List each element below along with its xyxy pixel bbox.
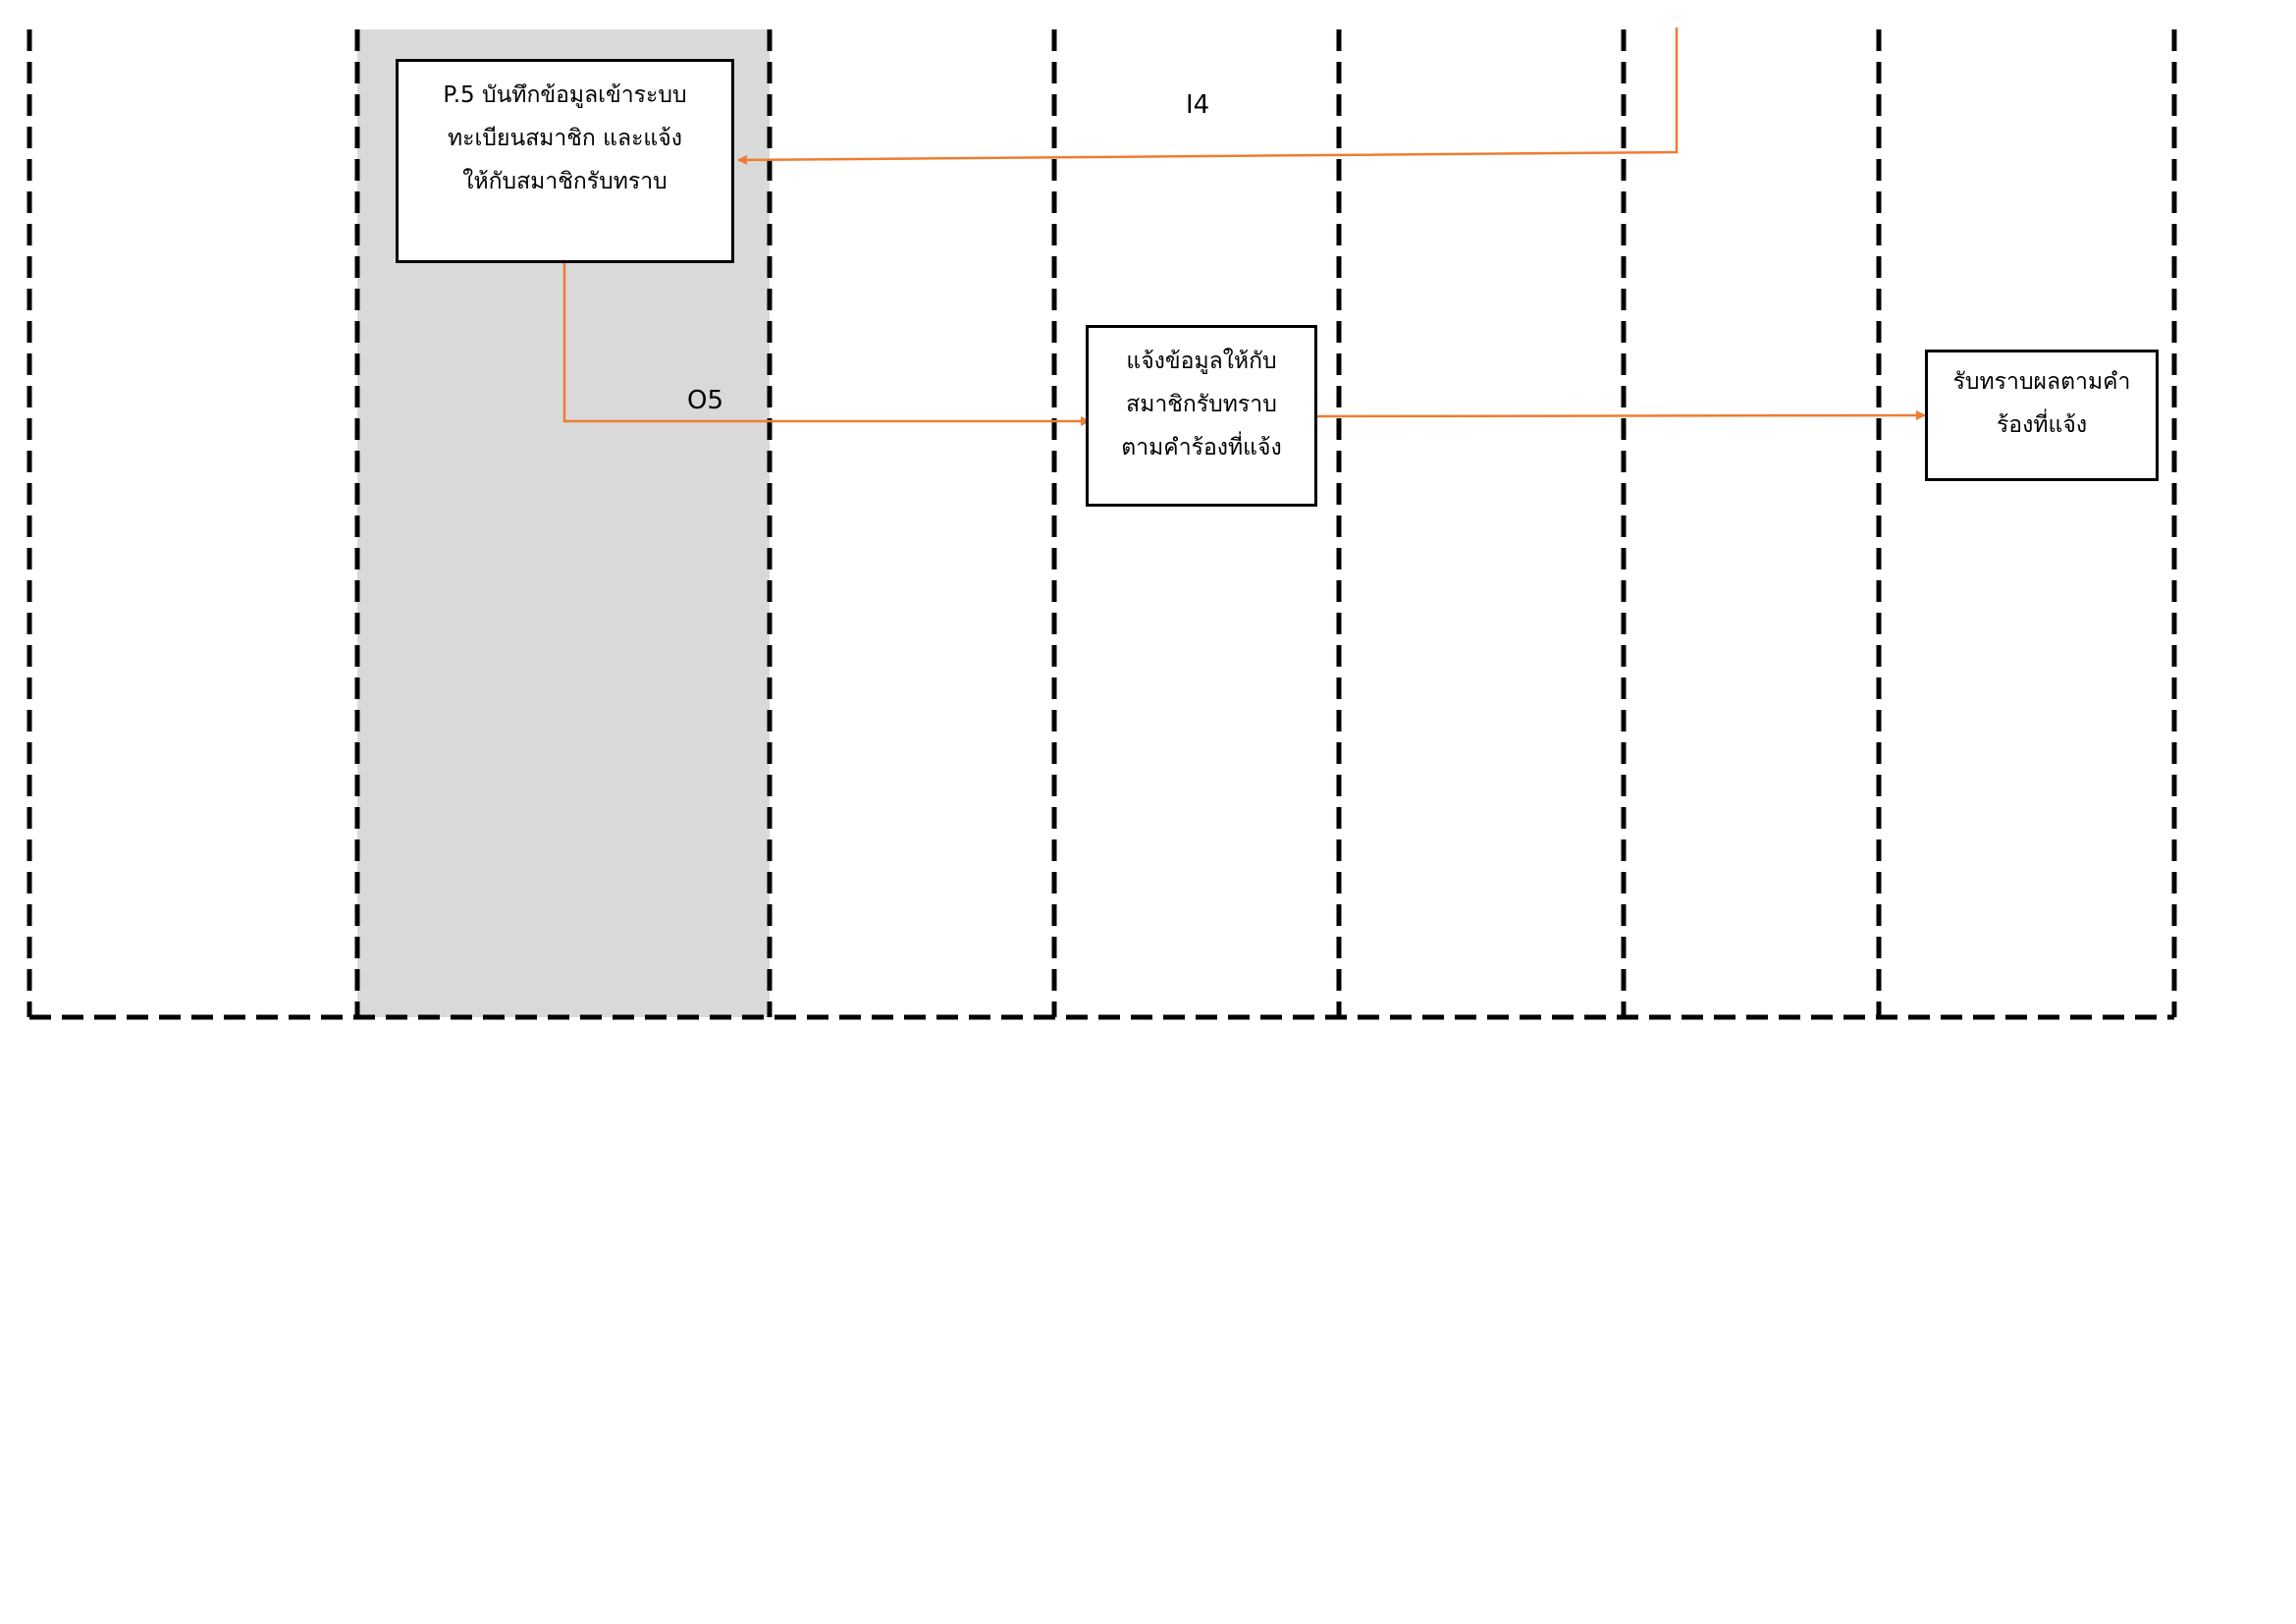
process-box-acknowledge: รับทราบผลตามคำ ร้องที่แจ้ง xyxy=(1925,350,2159,481)
box-line: ตามคำร้องที่แจ้ง xyxy=(1121,435,1282,460)
box-line: รับทราบผลตามคำ xyxy=(1952,369,2131,395)
flow-label-o5: O5 xyxy=(687,386,724,415)
flow-arrow-o5 xyxy=(562,263,1091,426)
box-line: ร้องที่แจ้ง xyxy=(1996,412,2088,438)
flow-label-i4: I4 xyxy=(1186,90,1210,120)
box-line: ทะเบียนสมาชิก และแจ้ง xyxy=(448,126,682,151)
box-line: สมาชิกรับทราบ xyxy=(1126,392,1277,417)
process-box-notify: แจ้งข้อมูลให้กับ สมาชิกรับทราบ ตามคำร้อง… xyxy=(1086,325,1317,507)
flow-arrow-notify xyxy=(1316,410,1926,421)
box-line: P.5 บันทึกข้อมูลเข้าระบบ xyxy=(443,82,687,108)
process-box-p5: P.5 บันทึกข้อมูลเข้าระบบ ทะเบียนสมาชิก แ… xyxy=(396,59,734,263)
box-line: ให้กับสมาชิกรับทราบ xyxy=(462,169,667,194)
box-line: แจ้งข้อมูลให้กับ xyxy=(1126,349,1277,374)
flow-arrow-i4 xyxy=(737,27,1679,165)
